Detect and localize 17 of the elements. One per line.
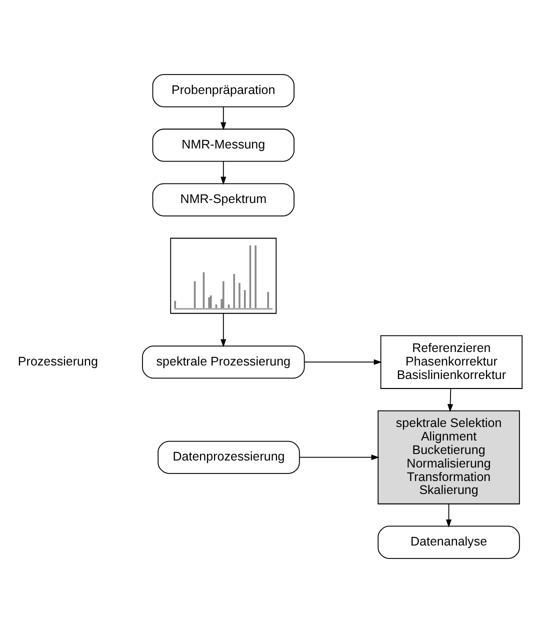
arrow <box>220 160 226 184</box>
node-box: NMR-Spektrum <box>152 182 294 216</box>
arrow <box>447 388 454 412</box>
node-box: Referenzieren Phasenkorrektur Basislinienkorrektur <box>380 334 523 388</box>
node-box: spektrale Selektion Alignment Bucketierung Normalisierung Transformation Skalierung <box>378 410 520 504</box>
node-box: spektrale Prozessierung <box>142 345 305 378</box>
node-box: Datenprozessierung <box>158 440 300 474</box>
arrow <box>220 312 226 347</box>
node-box: NMR-Messung <box>152 128 294 162</box>
arrow <box>446 503 452 528</box>
arrow <box>299 454 380 460</box>
label: Prozessierung <box>18 354 98 368</box>
arrow <box>304 358 382 364</box>
picture <box>170 237 277 314</box>
arrow <box>220 106 226 130</box>
node-box: Probenpräparation <box>152 74 294 107</box>
node-box: Datenanalyse <box>378 525 520 558</box>
